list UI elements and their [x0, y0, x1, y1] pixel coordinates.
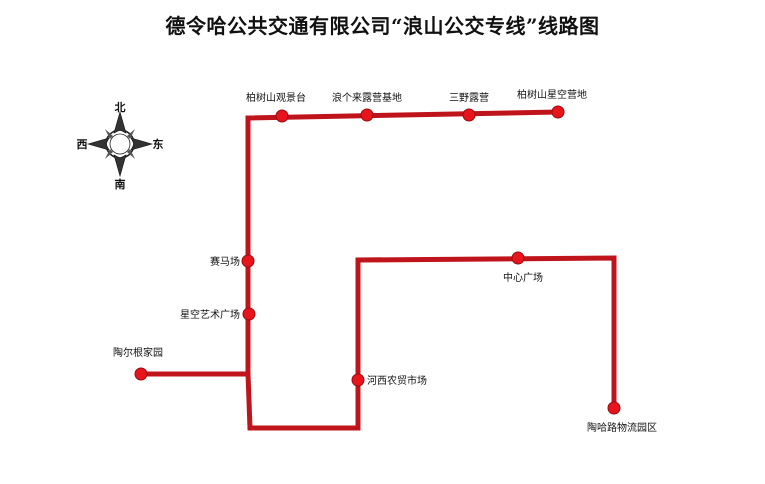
stop-labels: 柏树山观景台 浪个来露营基地 三野露营 柏树山星空营地 赛马场 星空艺术广场 陶…	[113, 88, 657, 434]
stop-xingkong-yishu[interactable]	[242, 307, 256, 321]
compass-east-arrow-icon	[130, 137, 154, 151]
stop-label-xingkong-yishu: 星空艺术广场	[180, 308, 240, 321]
compass-east-label: 东	[153, 137, 164, 151]
stop-label-taoergen-jiayuan: 陶尔根家园	[113, 346, 163, 359]
stop-label-taoha-wuliu: 陶哈路物流园区	[587, 421, 657, 434]
compass-ne-arrow-icon	[127, 129, 135, 139]
stop-zhongxin-guangchang[interactable]	[511, 251, 525, 265]
route-line	[141, 109, 617, 431]
stop-label-saimachang: 赛马场	[210, 255, 240, 268]
page-title: 德令哈公共交通有限公司“浪山公交专线”线路图	[165, 14, 600, 38]
stop-label-baishushan-xingkong: 柏树山星空营地	[517, 88, 587, 101]
stops	[134, 105, 621, 415]
compass: 北 南 东 西	[77, 100, 164, 191]
compass-se-arrow-icon	[127, 149, 135, 159]
stop-sanye-luying[interactable]	[462, 108, 476, 122]
route-main-segment	[245, 109, 617, 431]
compass-west-label: 西	[77, 138, 88, 151]
stop-baishushan-guanjingtai[interactable]	[275, 109, 289, 123]
compass-west-arrow-icon	[86, 137, 110, 151]
stop-label-hexi-nongmao: 河西农贸市场	[367, 374, 427, 387]
stop-label-sanye-luying: 三野露营	[449, 91, 489, 104]
stop-baishushan-xingkong[interactable]	[551, 105, 565, 119]
compass-north-label: 北	[115, 100, 126, 114]
stop-label-baishushan-guanjingtai: 柏树山观景台	[246, 91, 306, 104]
stop-langgelai-luying[interactable]	[360, 108, 374, 122]
stop-label-langgelai-luying: 浪个来露营基地	[332, 91, 402, 104]
compass-south-label: 南	[115, 177, 126, 191]
compass-nw-arrow-icon	[105, 129, 113, 139]
stop-saimachang[interactable]	[241, 254, 255, 268]
compass-south-arrow-icon	[113, 154, 127, 178]
stop-taoha-wuliu[interactable]	[607, 401, 621, 415]
stop-hexi-nongmao[interactable]	[351, 373, 365, 387]
stop-label-zhongxin-guangchang: 中心广场	[503, 271, 543, 284]
compass-north-arrow-icon	[113, 110, 127, 134]
compass-sw-arrow-icon	[105, 149, 113, 159]
compass-inner-ring	[109, 133, 131, 155]
stop-taoergen-jiayuan[interactable]	[134, 367, 148, 381]
